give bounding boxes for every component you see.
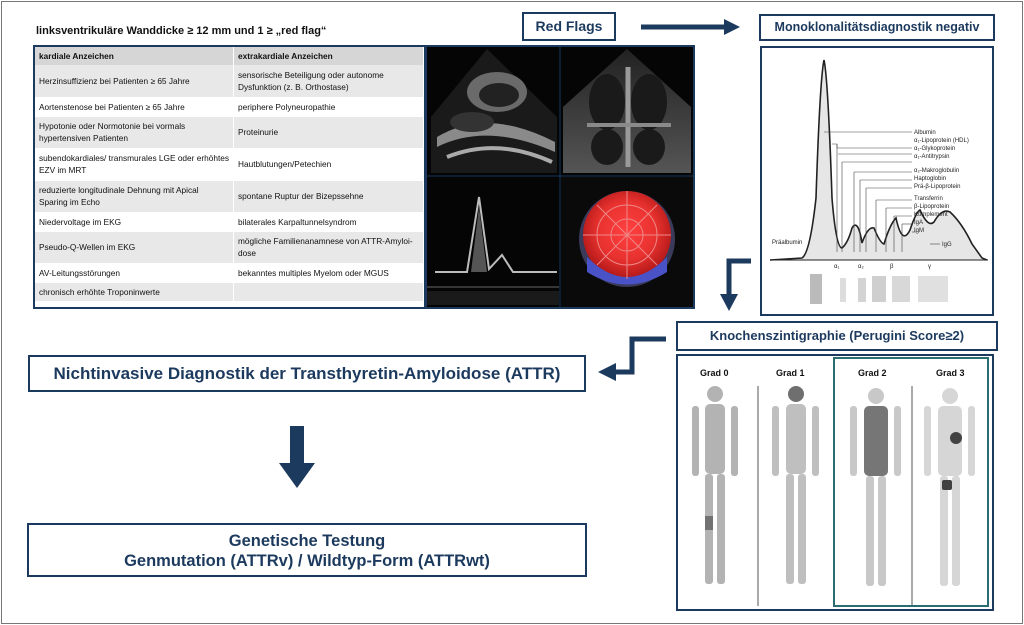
grade-label: Grad 3 [936,368,965,378]
table-header-extracardiac: extrakardiale Anzeichen [233,47,424,65]
genetic-testing-title: Genetische Testung [228,532,386,550]
bone-scintigraphy-box: Knochenszintigraphie (Perugini Score≥2) [676,321,998,351]
protein-label: α₁-Lipoprotein (HDL) [914,138,969,144]
cardiac-imaging-panel [425,45,695,309]
noninvasive-diagnosis-box: Nichtinvasive Diagnostik der Transthyret… [28,355,586,392]
protein-label: β-Lipoprotein [914,204,949,210]
table-cell: bilaterales Karpaltunnelsyndrom [233,212,424,232]
protein-label: Haptoglobin [914,176,946,182]
table-cell: Proteinurie [233,116,424,149]
table-cell [233,282,424,302]
monoclonality-label: Monoklonalitätsdiagnostik negativ [774,20,980,34]
table-cell: bekanntes multiples Myelom oder MGUS [233,263,424,283]
protein-label: α₁-Antitrypsin [914,154,950,160]
grade-label: Grad 1 [776,368,805,378]
electrophoresis-box: Albumin α₁-Lipoprotein (HDL) α₁-Glykopro… [760,46,994,316]
table-cell: Niedervoltage im EKG [35,212,234,232]
criteria-heading: linksventrikuläre Wanddicke ≥ 12 mm und … [36,25,327,37]
genetic-testing-box: Genetische Testung Genmutation (ATTRv) /… [27,523,587,577]
table-cell: Hypotonie oder Normotonie bei vormals hy… [35,116,234,149]
table-cell: AV-Leitungsstörungen [35,263,234,283]
strain-bullseye-image [561,177,693,307]
red-flags-box: Red Flags [522,12,616,41]
arrow-elbow-left [598,336,666,381]
protein-label: α₁-Glykoprotein [914,146,955,152]
protein-label: IgM [914,228,924,234]
protein-label: Komplement [914,212,948,218]
genetic-testing-subtitle: Genmutation (ATTRv) / Wildtyp-Form (ATTR… [124,552,490,570]
prealbumin-label: Präalbumin [772,240,802,246]
fraction-label: α₁ [834,264,840,270]
gel-strip [810,274,948,304]
arrow-down [279,426,315,488]
table-cell: spontane Ruptur der Bizepssehne [233,180,424,213]
table-cell: reduzierte longitudinale Dehnung mit Api… [35,180,234,213]
fraction-label: β [890,264,894,270]
bone-scintigraphy-label: Knochenszintigraphie (Perugini Score≥2) [709,328,965,343]
doppler-tracing-image [427,177,559,307]
table-cell: periphere Polyneuropathie [233,97,424,117]
table-header-cardiac: kardiale Anzeichen [35,47,234,65]
table-cell: sensorische Beteiligung oder autonome Dy… [233,65,424,98]
skeleton-grade-2 [850,388,901,586]
echo-a4c-image [561,47,693,175]
table-cell: subendokardiales/ transmurales LGE oder … [35,148,234,181]
table-cell: Aortenstenose bei Patienten ≥ 65 Jahre [35,97,234,117]
scintigraphy-panel: Grad 0 Grad 1 Grad 2 Grad 3 [676,354,994,611]
fraction-label: γ [928,264,931,270]
table-cell: Hautblutungen/Petechien [233,148,424,181]
skeleton-grade-1 [772,386,819,584]
cardiac-imaging-svg [427,47,693,307]
skeleton-grade-0 [692,386,738,584]
protein-label: Transferrin [914,196,943,202]
protein-label: IgA [914,220,923,226]
protein-label: Prä-β-Lipoprotein [914,184,960,190]
protein-label: α₂-Makroglobulin [914,168,959,174]
table-cell: Herzinsuffizienz bei Patienten ≥ 65 Jahr… [35,65,234,98]
noninvasive-diagnosis-label: Nichtinvasive Diagnostik der Transthyret… [53,364,561,383]
table-cell: Pseudo-Q-Wellen im EKG [35,231,234,264]
fraction-label: α₂ [858,264,864,270]
monoclonality-box: Monoklonalitätsdiagnostik negativ [759,14,995,41]
echo-plax-image [427,47,559,175]
skeleton-grade-3 [924,388,975,586]
table-cell: mögliche Familienanamnese von ATTR-Amylo… [233,231,424,264]
grade-label: Grad 0 [700,368,729,378]
arrow-elbow-down [720,258,751,311]
protein-label: IgG [942,242,952,248]
electrophoresis-svg: Albumin α₁-Lipoprotein (HDL) α₁-Glykopro… [769,59,988,304]
red-flags-label: Red Flags [535,18,603,34]
arrow-right [641,19,740,35]
scintigraphy-svg: Grad 0 Grad 1 Grad 2 Grad 3 [692,357,989,607]
table-cell: chronisch erhöhte Troponinwerte [35,282,234,302]
red-flags-table: kardiale Anzeichen extrakardiale Anzeich… [33,45,426,309]
protein-label: Albumin [914,130,936,136]
grade-label: Grad 2 [858,368,887,378]
